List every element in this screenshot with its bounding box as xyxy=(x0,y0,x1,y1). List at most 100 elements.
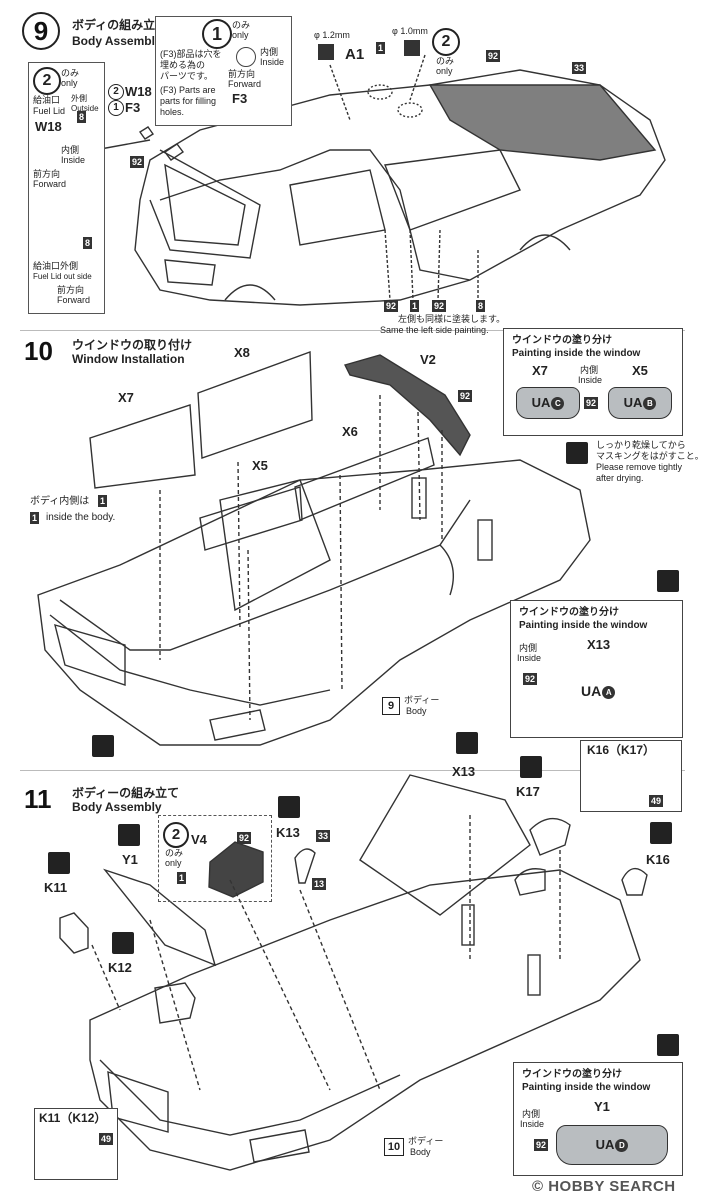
paint-code: UA xyxy=(623,395,643,410)
k11-detail-title: K11（K12） xyxy=(39,1111,107,1125)
window-paint-panel-y1: ウインドウの塗り分け Painting inside the window Y1… xyxy=(513,1062,683,1176)
panel-title-jp: ウインドウの塗り分け xyxy=(512,335,612,346)
k11-label: K11 xyxy=(44,880,68,895)
only-en: only xyxy=(165,858,182,868)
paint-code: UA xyxy=(531,395,551,410)
k16-label: K16 xyxy=(646,852,670,867)
paint-tag: 8 xyxy=(83,237,93,249)
dry-note-jp-2: マスキングをはがすこと。 xyxy=(596,451,704,461)
step-title-jp: ボディの組み立て xyxy=(72,18,168,32)
y1-label: Y1 xyxy=(594,1099,610,1114)
inside-jp: 内側 xyxy=(61,145,80,155)
paint-tag: 8 xyxy=(476,300,486,312)
paint-tag: 1 xyxy=(410,300,420,312)
paint-tag: 49 xyxy=(99,1133,114,1145)
inside-jp: 内側 xyxy=(260,47,279,57)
k16-detail-box: K16（K17） 49 xyxy=(580,740,682,812)
paint-code: UA xyxy=(581,683,602,699)
v4-only-box: 2 V4 のみ only 92 1 xyxy=(158,815,272,902)
only-jp: のみ xyxy=(61,68,80,78)
fuel-lid-en: Fuel Lid xyxy=(33,106,66,116)
drill-icon xyxy=(404,40,420,56)
step-title-en: Body Assembly xyxy=(72,34,162,48)
dry-note-en-2: after drying. xyxy=(596,473,644,483)
step-number: 9 xyxy=(22,12,60,50)
paint-badge: C xyxy=(551,397,565,411)
paint-icon xyxy=(657,1034,679,1056)
paint-tag: 92 xyxy=(486,50,501,62)
inside-en: Inside xyxy=(578,375,603,385)
inside-en: Inside xyxy=(61,155,86,165)
k16-detail-title: K16（K17） xyxy=(587,743,656,757)
paint-tag: 92 xyxy=(584,397,599,409)
step-title-jp: ウインドウの取り付け xyxy=(72,338,193,352)
divider xyxy=(20,770,685,771)
k17-label: K17 xyxy=(516,784,540,799)
drill-size-label: φ 1.0mm xyxy=(392,26,428,36)
v2-label: V2 xyxy=(420,352,436,367)
paint-tag: 1 xyxy=(98,495,108,507)
f3-note-box: 1 のみ only 内側 Inside 前方向 Forward F3 (F3)部… xyxy=(155,16,292,126)
paint-tag: 33 xyxy=(316,830,331,842)
only-badge: 1 xyxy=(202,19,232,49)
body-en: Body xyxy=(406,706,427,716)
paint-icon xyxy=(657,570,679,592)
outside-en: Outside xyxy=(71,104,99,113)
panel-title-en: Painting inside the window xyxy=(512,348,641,359)
fuel-out-en: Fuel Lid out side xyxy=(33,272,92,281)
paint-tag: 8 xyxy=(77,111,87,123)
body-inside-jp: ボディ内側は xyxy=(30,496,90,507)
panel-title-jp: ウインドウの塗り分け xyxy=(519,607,619,618)
paint-tag: 92 xyxy=(523,673,538,685)
step-number: 10 xyxy=(24,336,53,366)
inside-en: Inside xyxy=(260,57,285,67)
sand-icon xyxy=(650,822,672,844)
paint-tag: 1 xyxy=(30,512,40,524)
f3-note-en-2: parts for filling xyxy=(160,96,217,106)
only-badge: 2 xyxy=(432,28,460,56)
f3-note-en-3: holes. xyxy=(160,107,185,117)
inside-en: Inside xyxy=(517,653,542,663)
paint-icon xyxy=(456,732,478,754)
paint-tag: 49 xyxy=(649,795,664,807)
only-jp: のみ xyxy=(165,848,184,858)
f3-note-jp-1: (F3)部品は穴を xyxy=(160,49,222,59)
only-en: only xyxy=(436,66,453,76)
paint-tag: 1 xyxy=(376,42,386,54)
only-badge: 1 xyxy=(108,100,124,116)
paint-tag: 33 xyxy=(572,62,587,74)
paint-tag: 92 xyxy=(130,156,145,168)
v4-label: V4 xyxy=(191,832,207,847)
drill-icon xyxy=(318,44,334,60)
paint-icon xyxy=(118,824,140,846)
body-en: Body xyxy=(410,1147,431,1157)
only-jp: のみ xyxy=(232,20,251,30)
only-en: only xyxy=(232,30,249,40)
sand-icon xyxy=(48,852,70,874)
paint-tag: 92 xyxy=(384,300,399,312)
paint-tag: 92 xyxy=(432,300,447,312)
paint-tag: 92 xyxy=(534,1139,549,1151)
dry-note-en-1: Please remove tightly xyxy=(596,462,683,472)
sand-icon xyxy=(278,796,300,818)
only-badge: 2 xyxy=(163,822,189,848)
k11-detail-box: K11（K12） 49 xyxy=(34,1108,118,1180)
same-left-side-en: Same the left side painting. xyxy=(380,325,489,335)
masking-icon xyxy=(566,442,588,464)
w18-label: W18 xyxy=(35,119,62,134)
x5-label: X5 xyxy=(632,363,648,378)
step-number: 11 xyxy=(24,784,52,814)
f3-label: F3 xyxy=(232,91,248,106)
inside-jp: 内側 xyxy=(580,365,599,375)
step9-car-drawing xyxy=(94,54,666,306)
x6-label: X6 xyxy=(342,424,358,439)
paint-tag: 1 xyxy=(177,872,187,884)
window-paint-panel-x13: ウインドウの塗り分け Painting inside the window X1… xyxy=(510,600,683,738)
fuel-out-jp: 給油口外側 xyxy=(33,261,79,271)
only-badge: 2 xyxy=(108,84,124,100)
x7-label: X7 xyxy=(532,363,548,378)
same-left-side-jp: 左側も同様に塗装します。 xyxy=(398,314,506,324)
f3-note-en-1: (F3) Parts are xyxy=(160,85,216,95)
